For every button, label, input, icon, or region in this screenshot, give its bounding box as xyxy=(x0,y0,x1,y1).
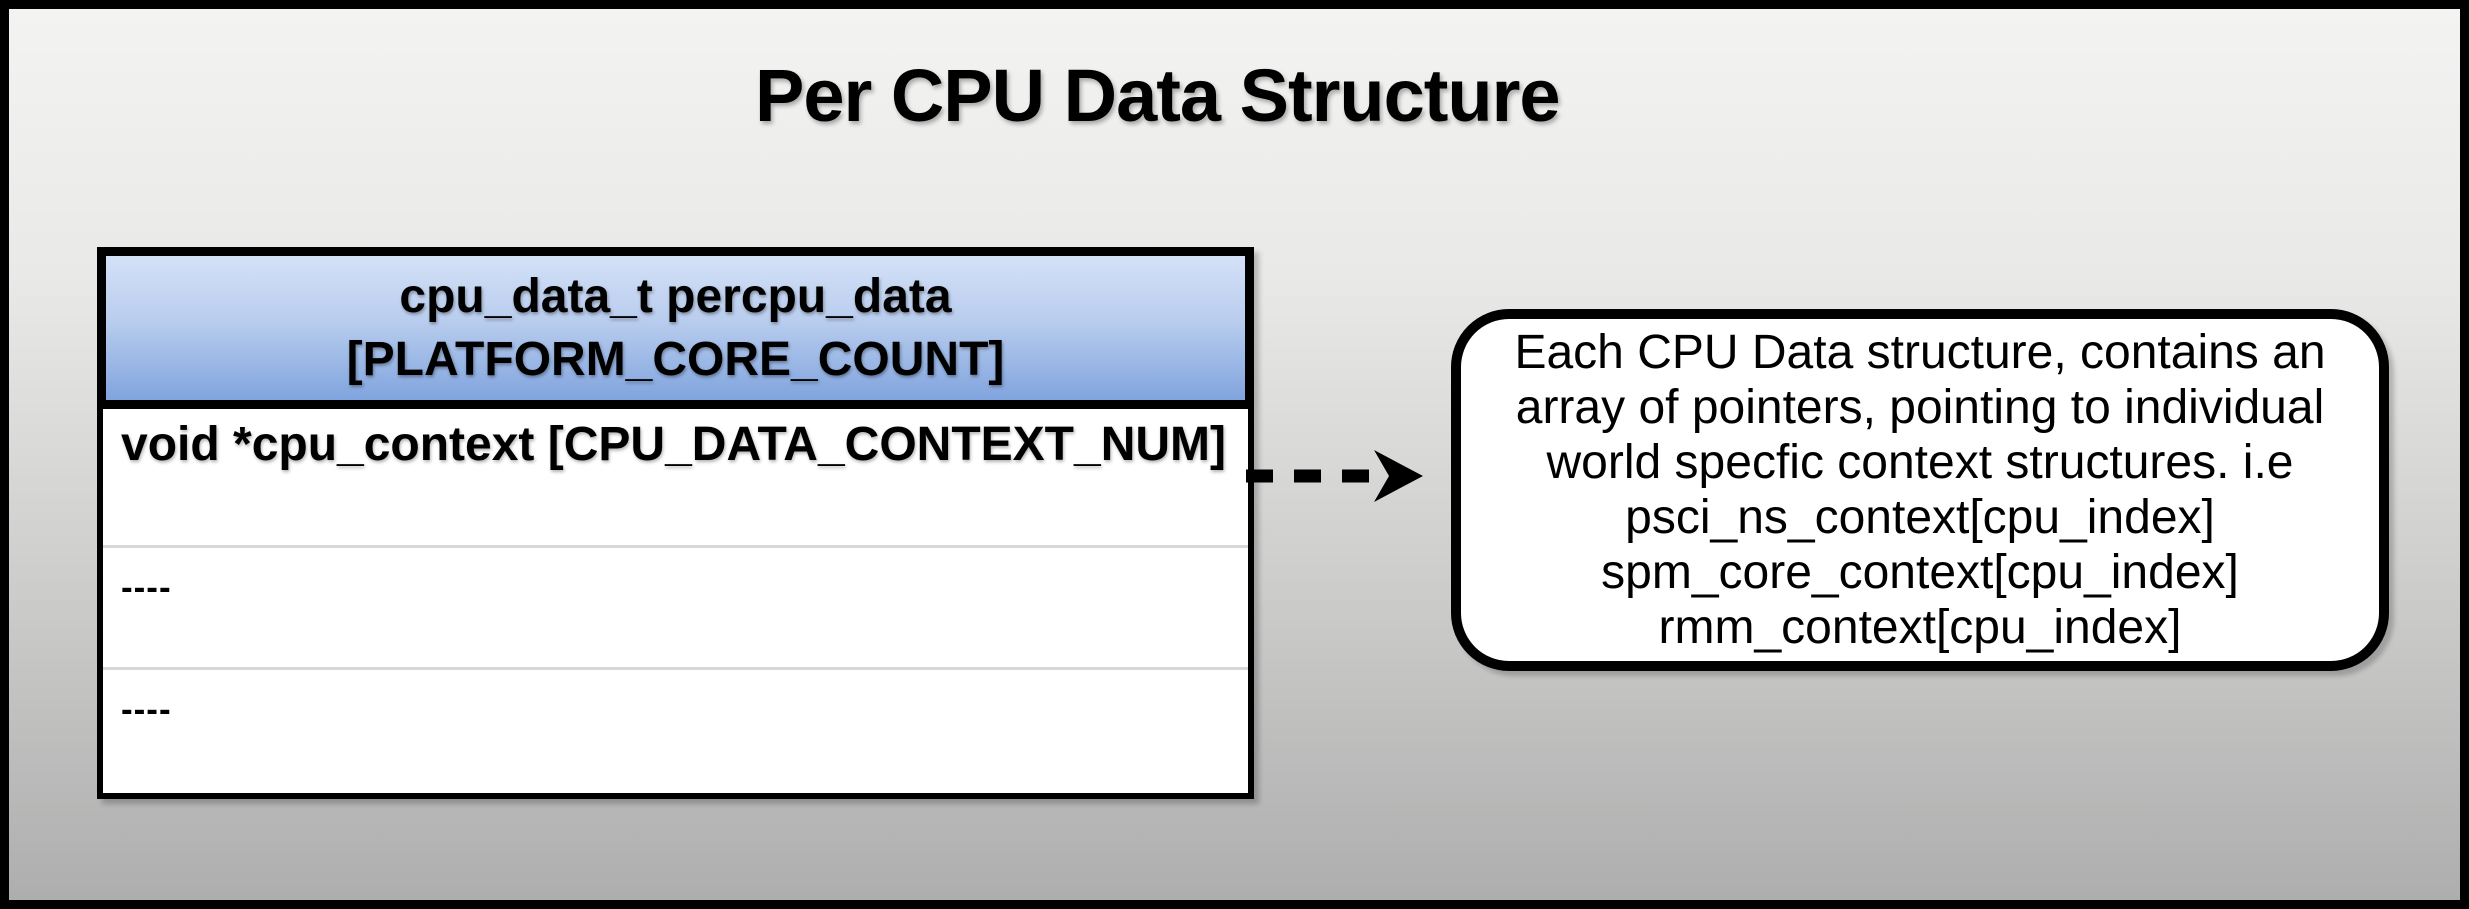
struct-name-line: cpu_data_t percpu_data xyxy=(399,270,952,323)
note-text-line: psci_ns_context[cpu_index] xyxy=(1625,491,2215,544)
note-text-line: world specfic context structures. i.e xyxy=(1546,436,2294,489)
table-row: ---- xyxy=(103,667,1248,793)
struct-table-header: cpu_data_t percpu_data [PLATFORM_CORE_CO… xyxy=(97,247,1254,409)
dashed-right-arrow-icon xyxy=(1246,450,1423,502)
table-row: ---- xyxy=(103,545,1248,667)
note-callout: Each CPU Data structure, contains an arr… xyxy=(1451,309,2389,671)
note-text-line: array of pointers, pointing to individua… xyxy=(1515,381,2325,434)
note-text-line: Each CPU Data structure, contains an xyxy=(1514,326,2326,379)
note-text-line: rmm_context[cpu_index] xyxy=(1658,601,2182,654)
note-text-line: spm_core_context[cpu_index] xyxy=(1601,546,2239,599)
table-row: void *cpu_context [CPU_DATA_CONTEXT_NUM] xyxy=(121,418,1226,471)
page-title: Per CPU Data Structure xyxy=(755,54,1561,137)
struct-array-size-line: [PLATFORM_CORE_COUNT] xyxy=(346,333,1005,386)
struct-table-body: void *cpu_context [CPU_DATA_CONTEXT_NUM]… xyxy=(97,409,1254,799)
